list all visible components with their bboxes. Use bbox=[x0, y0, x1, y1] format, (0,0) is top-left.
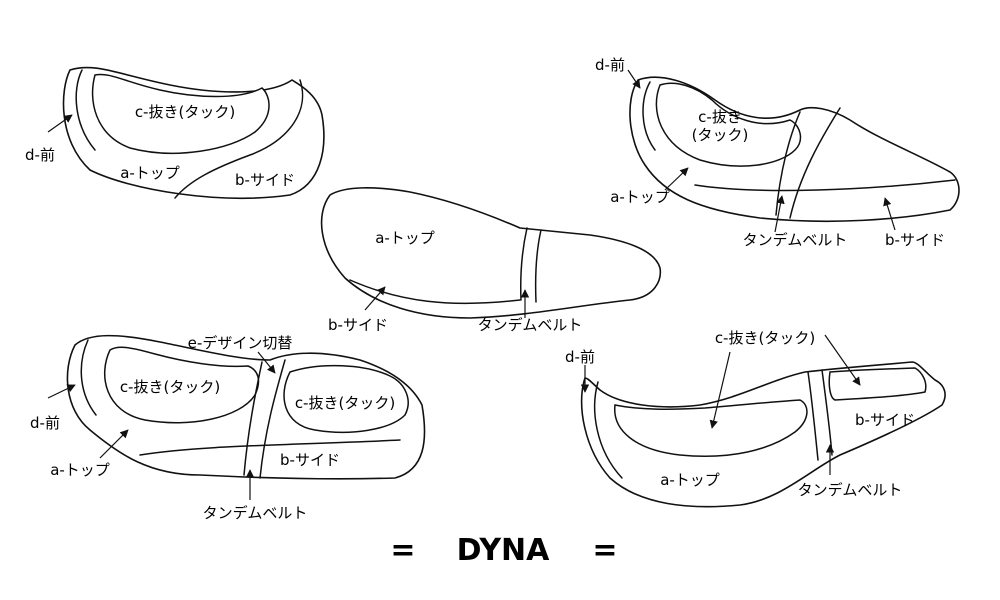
seat-5-side-label: b-サイド bbox=[855, 411, 915, 429]
seat-2-outline bbox=[320, 187, 662, 319]
seat-4-design-label: e-デザイン切替 bbox=[188, 334, 293, 352]
seat-4-rear-tuck-label: c-抜き(タック) bbox=[295, 394, 395, 412]
seat-4-front-leader bbox=[47, 384, 76, 399]
seat-3-tuck-panel bbox=[655, 82, 802, 167]
seat-5-belt-label: タンデムベルト bbox=[798, 481, 903, 499]
seat-3-side-leader bbox=[883, 197, 896, 231]
seat-1-tuck-label: c-抜き(タック) bbox=[135, 103, 235, 121]
seat-3-front-label: d-前 bbox=[595, 56, 625, 74]
title-right-mark: = bbox=[592, 533, 617, 568]
seat-1-front-seam bbox=[75, 69, 96, 151]
seat-2-belt-right bbox=[534, 229, 542, 303]
seat-5-belt-left bbox=[807, 371, 819, 461]
title-left-mark: = bbox=[390, 533, 415, 568]
seat-3-tuck-label-line2: (タック) bbox=[692, 126, 749, 144]
seat-1-top-label: a-トップ bbox=[120, 164, 180, 182]
seat-3-belt-right bbox=[789, 107, 841, 219]
seat-5-tuck-label: c-抜き(タック) bbox=[715, 329, 815, 347]
seat-2-side-seam bbox=[349, 279, 521, 305]
seat-4-rear-tuck-panel bbox=[283, 364, 409, 433]
seat-3-belt-leader bbox=[774, 195, 785, 233]
seat-3: d-前 c-抜き (タック) a-トップ タンデムベルト b-サイド bbox=[595, 56, 960, 249]
diagram-title: = DYNA = bbox=[390, 533, 617, 568]
seat-2-top-label: a-トップ bbox=[375, 229, 435, 247]
seat-4-belt-label: タンデムベルト bbox=[203, 504, 308, 522]
seat-5-rear-tuck-leader bbox=[824, 334, 861, 386]
seat-5-tuck-leader bbox=[709, 351, 731, 429]
seat-1-side-seam bbox=[174, 79, 304, 199]
seat-2-side-label: b-サイド bbox=[328, 316, 388, 334]
seat-4-front-tuck-panel bbox=[103, 346, 260, 424]
seat-1-tuck-panel bbox=[91, 73, 270, 154]
seat-4-side-label: b-サイド bbox=[280, 451, 340, 469]
seat-1: c-抜き(タック) a-トップ b-サイド d-前 bbox=[25, 66, 325, 199]
seat-5-top-label: a-トップ bbox=[660, 471, 720, 489]
seat-4: e-デザイン切替 c-抜き(タック) c-抜き(タック) d-前 a-トップ b… bbox=[30, 334, 426, 522]
seat-5-front-label: d-前 bbox=[565, 348, 595, 366]
seat-1-front-leader bbox=[47, 114, 73, 133]
seat-2-side-leader bbox=[364, 286, 386, 311]
seat-4-front-tuck-label: c-抜き(タック) bbox=[120, 378, 220, 396]
seat-4-front-label: d-前 bbox=[30, 414, 60, 432]
seat-3-top-label: a-トップ bbox=[610, 188, 670, 206]
seat-5: c-抜き(タック) d-前 b-サイド a-トップ タンデムベルト bbox=[565, 329, 946, 508]
seat-3-side-label: b-サイド bbox=[885, 231, 945, 249]
seat-1-side-label: b-サイド bbox=[235, 171, 295, 189]
seat-3-top-leader bbox=[664, 167, 689, 191]
seat-4-front-seam bbox=[80, 339, 97, 416]
seat-4-design-seam-left bbox=[243, 361, 263, 476]
seat-3-front-seam bbox=[642, 81, 656, 151]
seat-4-top-leader bbox=[99, 429, 129, 459]
seat-3-belt-label: タンデムベルト bbox=[743, 231, 848, 249]
seat-4-side-seam bbox=[139, 439, 401, 456]
seat-3-tuck-label-line1: c-抜き bbox=[698, 108, 742, 126]
seat-5-front-seam bbox=[593, 381, 623, 479]
title-text: DYNA bbox=[457, 533, 551, 568]
seat-3-front-leader bbox=[627, 69, 641, 89]
seat-1-front-label: d-前 bbox=[25, 146, 55, 164]
seat-4-top-label: a-トップ bbox=[50, 461, 110, 479]
seat-2: a-トップ b-サイド タンデムベルト bbox=[320, 187, 662, 334]
seat-2-belt-label: タンデムベルト bbox=[478, 316, 583, 334]
seat-4-design-seam-right bbox=[259, 359, 286, 479]
seat-3-side-seam bbox=[694, 179, 956, 192]
seat-4-design-leader bbox=[257, 351, 276, 374]
